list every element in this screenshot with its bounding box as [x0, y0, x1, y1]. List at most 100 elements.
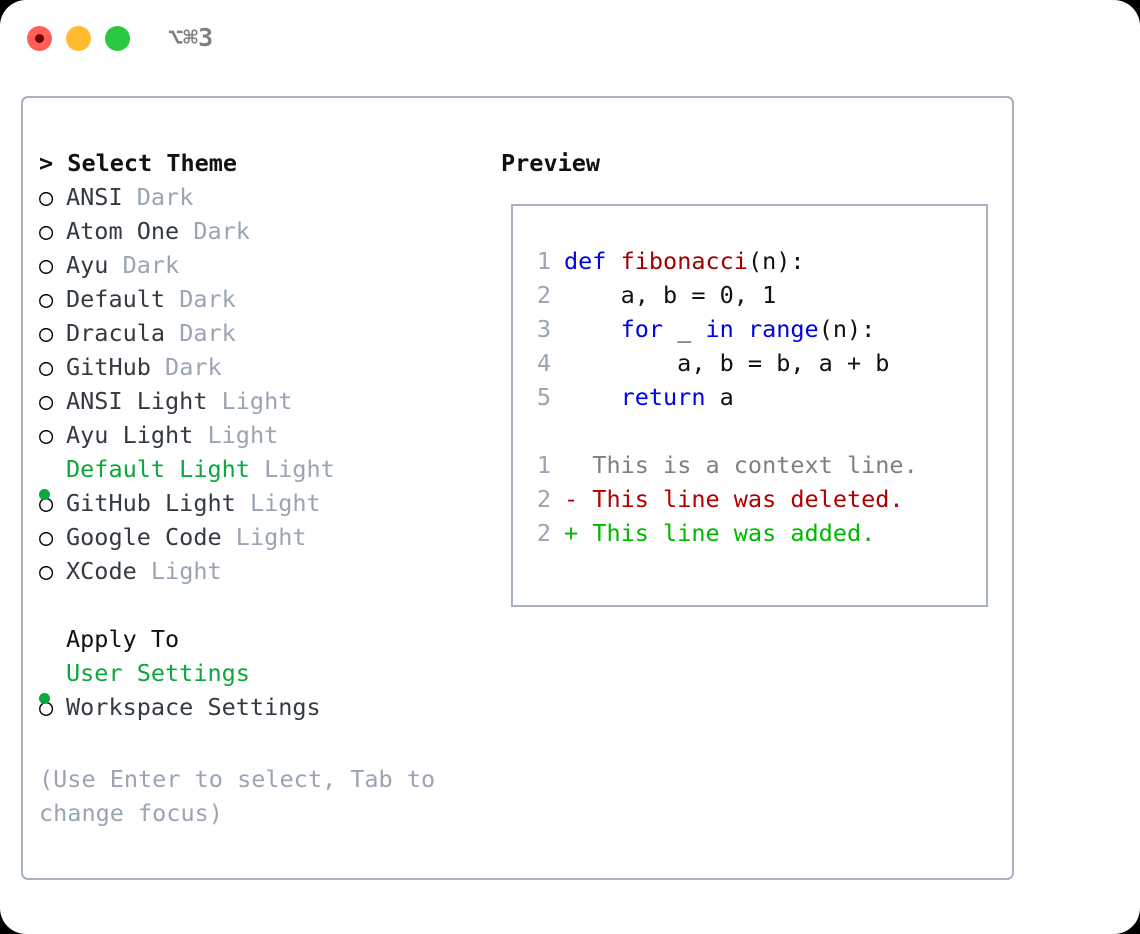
- radio-unselected-icon: ○: [39, 217, 68, 245]
- maximize-window-button[interactable]: [105, 26, 130, 51]
- line-number: 1: [536, 451, 551, 479]
- code-line: 2 a, b = 0, 1: [525, 278, 918, 312]
- code-line: 5 return a: [525, 380, 918, 414]
- line-number: 3: [536, 315, 551, 343]
- theme-list-item[interactable]: Default Light Light: [39, 452, 489, 500]
- theme-name-gap: [108, 251, 122, 279]
- theme-list-item[interactable]: ○ Ayu Dark: [39, 248, 489, 282]
- theme-name: Atom One: [66, 217, 180, 245]
- code-token: range: [747, 315, 819, 343]
- apply-to-list[interactable]: User Settings ○ Workspace Settings: [39, 656, 489, 724]
- apply-to-label: Workspace Settings: [66, 693, 321, 721]
- theme-name-gap: [250, 455, 264, 483]
- theme-name: Google Code: [66, 523, 222, 551]
- code-token: _: [663, 315, 706, 343]
- code-token: in: [705, 315, 734, 343]
- theme-name: ANSI: [66, 183, 123, 211]
- code-token: (n):: [818, 315, 876, 343]
- theme-name: ANSI Light: [66, 387, 208, 415]
- radio-unselected-icon: ○: [39, 421, 68, 449]
- theme-list-item[interactable]: ○ Google Code Light: [39, 520, 489, 554]
- code-token: for: [620, 315, 664, 343]
- theme-name: Default: [66, 285, 166, 313]
- radio-unselected-icon: ○: [39, 183, 68, 211]
- theme-list-item[interactable]: ○ XCode Light: [39, 554, 489, 588]
- radio-unselected-icon: ○: [39, 285, 68, 313]
- theme-category-badge: Light: [264, 455, 335, 483]
- theme-name: GitHub: [66, 353, 151, 381]
- radio-unselected-icon: ○: [39, 319, 68, 347]
- theme-list-item[interactable]: ○ GitHub Light Light: [39, 486, 489, 520]
- line-number: 2: [536, 281, 551, 309]
- code-token: a: [705, 383, 734, 411]
- theme-list-item[interactable]: ○ Dracula Dark: [39, 316, 489, 350]
- line-number: 4: [536, 349, 551, 377]
- theme-name-gap: [151, 353, 165, 381]
- theme-name-gap: [123, 183, 137, 211]
- keyboard-hint-text: (Use Enter to select, Tab to change focu…: [39, 765, 436, 827]
- theme-name: XCode: [66, 557, 137, 585]
- theme-category-badge: Dark: [179, 285, 236, 313]
- diff-text: This line was deleted.: [578, 485, 904, 513]
- line-number: 1: [536, 247, 551, 275]
- code-line: 4 a, b = b, a + b: [525, 346, 918, 380]
- select-theme-header: > Select Theme: [39, 149, 238, 177]
- line-number: 5: [536, 383, 551, 411]
- theme-list-item[interactable]: ○ ANSI Dark: [39, 180, 489, 214]
- diff-sign: [564, 451, 578, 479]
- theme-name-gap: [137, 557, 151, 585]
- theme-name: Ayu Light: [66, 421, 194, 449]
- code-token: fibonacci: [620, 247, 748, 275]
- theme-name-gap: [165, 285, 179, 313]
- theme-name: Dracula: [66, 319, 166, 347]
- list-spacer: [39, 588, 489, 622]
- close-window-icon: [35, 34, 44, 43]
- code-token: a, b = 0, 1: [564, 281, 777, 309]
- theme-list-item[interactable]: ○ Atom One Dark: [39, 214, 489, 248]
- theme-list-item[interactable]: ○ GitHub Dark: [39, 350, 489, 384]
- code-token: (n):: [747, 247, 805, 275]
- theme-list-item[interactable]: ○ Default Dark: [39, 282, 489, 316]
- theme-list-item[interactable]: ○ Ayu Light Light: [39, 418, 489, 452]
- diff-line: 2+ This line was added.: [525, 516, 918, 550]
- apply-to-item[interactable]: User Settings: [39, 656, 489, 704]
- theme-name: GitHub Light: [66, 489, 236, 517]
- theme-name-gap: [207, 387, 221, 415]
- theme-name-gap: [179, 217, 193, 245]
- code-token: [564, 315, 621, 343]
- code-blank-line: [525, 414, 918, 448]
- code-line: 3 for _ in range(n):: [525, 312, 918, 346]
- theme-category-badge: Light: [207, 421, 279, 449]
- apply-to-label: User Settings: [66, 659, 250, 687]
- theme-name-gap: [193, 421, 207, 449]
- theme-name-gap: [236, 489, 250, 517]
- code-token: def: [564, 247, 607, 275]
- code-token: [734, 315, 748, 343]
- code-token: [606, 247, 620, 275]
- radio-unselected-icon: ○: [39, 251, 68, 279]
- theme-category-badge: Dark: [179, 319, 236, 347]
- theme-name-gap: [165, 319, 179, 347]
- theme-list[interactable]: ○ ANSI Dark○ Atom One Dark○ Ayu Dark○ De…: [39, 180, 489, 588]
- theme-name-gap: [222, 523, 236, 551]
- apply-to-item[interactable]: ○ Workspace Settings: [39, 690, 489, 724]
- theme-list-item[interactable]: ○ ANSI Light Light: [39, 384, 489, 418]
- minimize-window-button[interactable]: [66, 26, 91, 51]
- preview-title: Preview: [501, 149, 601, 177]
- theme-name: Ayu: [66, 251, 109, 279]
- radio-unselected-icon: ○: [39, 557, 68, 585]
- dialog-panel: > Select Theme ○ ANSI Dark○ Atom One Dar…: [21, 96, 1014, 880]
- theme-category-badge: Dark: [165, 353, 222, 381]
- apply-to-header: Apply To: [39, 622, 489, 656]
- radio-unselected-icon: ○: [39, 353, 68, 381]
- theme-category-badge: Light: [221, 387, 293, 415]
- apply-to-header-indent: [39, 622, 66, 656]
- theme-selector-column: > Select Theme ○ ANSI Dark○ Atom One Dar…: [39, 146, 489, 724]
- diff-sign: -: [564, 485, 579, 513]
- code-line: 1 def fibonacci(n):: [525, 244, 918, 278]
- diff-line: 1 This is a context line.: [525, 448, 918, 482]
- keyboard-shortcut-label: ⌥⌘3: [168, 23, 214, 52]
